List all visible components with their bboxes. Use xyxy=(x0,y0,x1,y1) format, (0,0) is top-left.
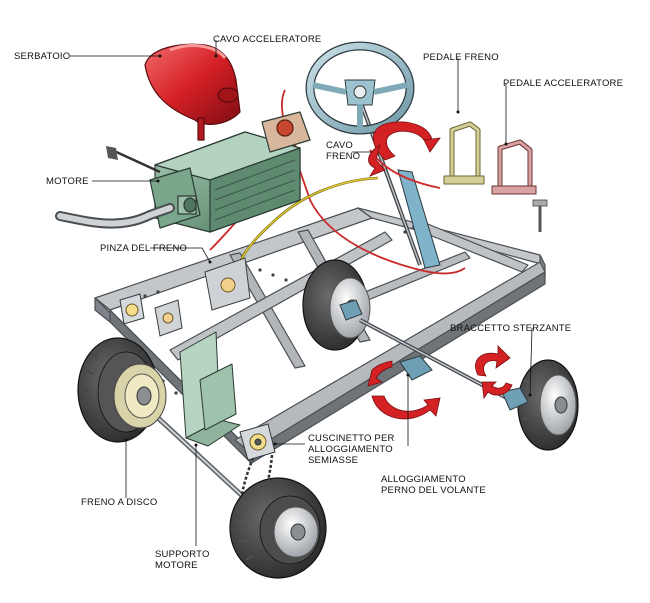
label-pedale-freno: PEDALE FRENO xyxy=(423,52,499,63)
steering-wheel xyxy=(305,41,415,135)
label-freno-a-disco: FRENO A DISCO xyxy=(81,497,158,508)
exhaust-pipe xyxy=(55,203,175,229)
engine-support xyxy=(179,331,241,447)
label-alloggiamento-line2: PERNO DEL VOLANTE xyxy=(381,485,486,496)
front-bearing xyxy=(119,293,145,325)
rotation-arrows xyxy=(367,121,513,420)
accelerator-pedal xyxy=(491,139,537,195)
label-cuscinetto-line1: CUSCINETTO PER xyxy=(308,433,395,444)
leader-dots xyxy=(124,54,532,447)
label-motore: MOTORE xyxy=(46,176,89,187)
label-alloggiamento-line1: ALLOGGIAMENTO xyxy=(381,474,466,485)
label-cuscinetto-line2: ALLOGGIAMENTO xyxy=(308,444,393,455)
label-cuscinetto-line3: SEMIASSE xyxy=(308,455,359,466)
brake-caliper xyxy=(154,257,251,337)
label-cavo-freno-line2: FRENO xyxy=(326,151,361,162)
label-cavo-acceleratore: CAVO ACCELERATORE xyxy=(213,34,322,45)
starter-handle xyxy=(106,146,161,174)
label-supporto-line2: MOTORE xyxy=(155,560,198,571)
label-cavo-freno-line1: CAVO xyxy=(326,140,354,151)
fuel-tank xyxy=(144,43,241,141)
leader-lines xyxy=(70,40,533,546)
engine xyxy=(149,111,311,233)
label-pinza-del-freno: PINZA DEL FRENO xyxy=(100,243,188,254)
rear-right-wheel xyxy=(229,477,327,579)
axle-bearing xyxy=(239,423,276,461)
front-right-wheel xyxy=(517,359,579,451)
label-serbatoio: SERBATOIO xyxy=(14,51,71,62)
label-braccetto-sterzante: BRACCETTO STERZANTE xyxy=(450,323,572,334)
rear-left-wheel xyxy=(77,337,167,443)
label-pedale-acceleratore: PEDALE ACCELERATORE xyxy=(503,78,624,89)
pedal-spring xyxy=(532,199,548,232)
brake-pedal xyxy=(443,121,485,185)
label-supporto-line1: SUPPORTO xyxy=(155,549,210,560)
